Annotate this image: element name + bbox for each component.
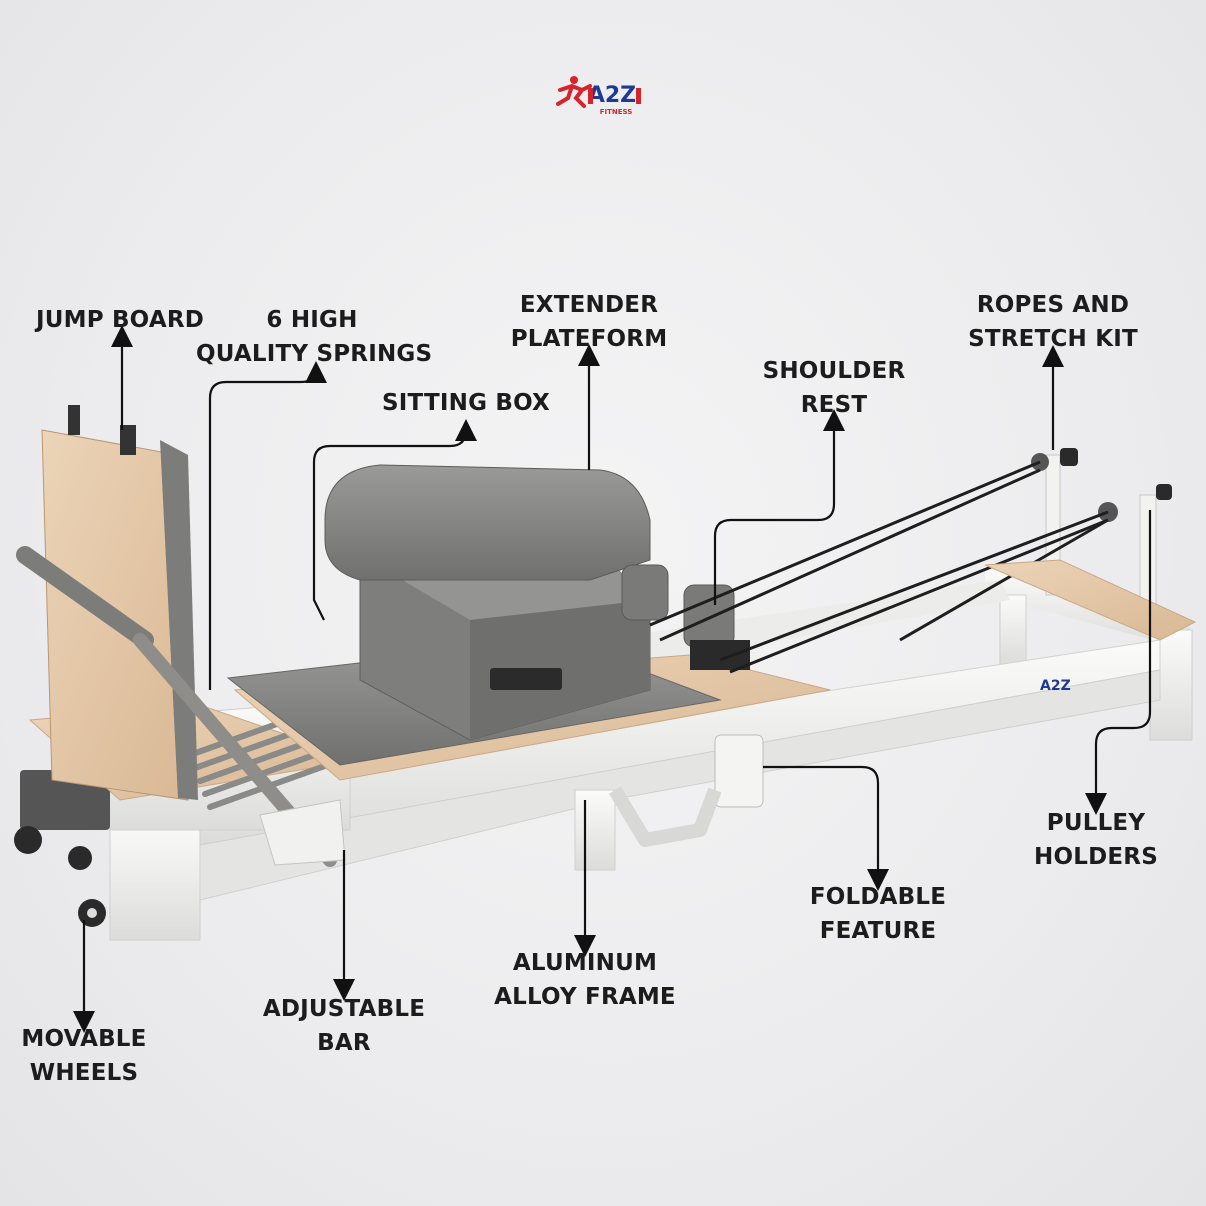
logo-text: A2Z <box>588 83 636 108</box>
front-leg <box>109 819 201 941</box>
shoulder-rest-callout <box>713 409 845 605</box>
springs-callout <box>208 361 327 690</box>
label-sitting-box: SITTING BOX <box>382 390 550 416</box>
fold-hinge <box>714 734 764 808</box>
logo-subtext: FITNESS <box>600 108 633 116</box>
pulley-callout <box>1085 510 1152 815</box>
runner-icon <box>556 76 592 108</box>
shoulder-rests <box>621 564 750 670</box>
back-cushion <box>324 464 651 581</box>
label-jump-board: JUMP BOARD <box>35 307 205 333</box>
fold-support <box>608 786 722 847</box>
ropes-and-pulleys <box>649 448 1197 674</box>
adjustable-bar <box>16 546 346 867</box>
sitting-box <box>324 464 651 741</box>
wheel <box>68 846 92 870</box>
foldable-callout <box>763 765 889 891</box>
svg-text:A2Z: A2Z <box>1040 678 1071 694</box>
wheel <box>14 826 42 854</box>
box-handle <box>490 668 562 690</box>
front-leg <box>574 789 616 871</box>
pulley-deck <box>984 559 1197 641</box>
sitting-box-callout <box>312 419 477 621</box>
a2z-fitness-logo: A2Z FITNESS <box>556 76 641 116</box>
